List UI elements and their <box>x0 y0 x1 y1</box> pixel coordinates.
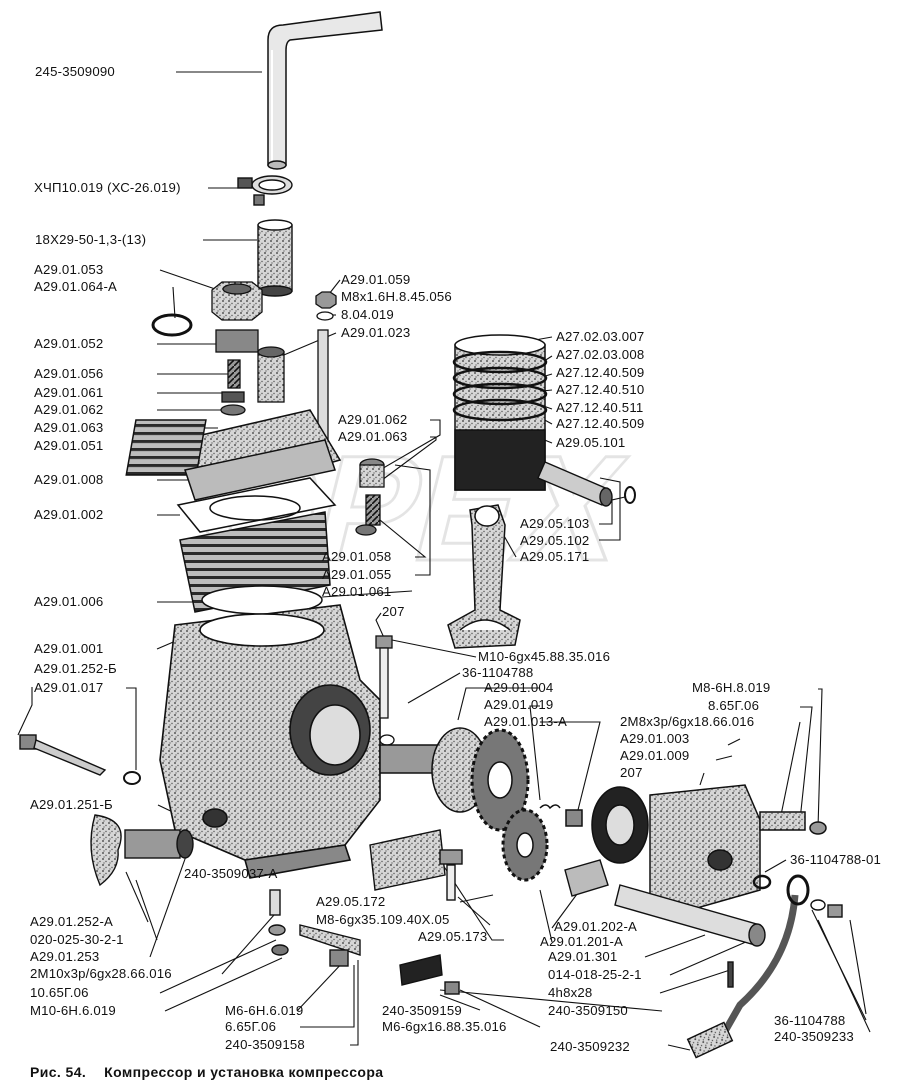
connecting-rod <box>447 504 521 649</box>
part-label: A29.01.252-A <box>30 914 114 929</box>
part-label: A29.01.201-A <box>540 934 624 949</box>
part-label: M8x1.6H.8.45.056 <box>341 289 452 304</box>
hose-clamp <box>237 175 293 206</box>
part-label: A29.05.103 <box>520 516 590 531</box>
part-label: A29.01.253 <box>30 949 100 964</box>
part-label: A29.01.063 <box>338 429 408 444</box>
figure-caption: Рис. 54. Компрессор и установка компрессо… <box>30 1064 402 1080</box>
part-label: M10-6H.6.019 <box>30 1003 116 1018</box>
part-label: M6-6H.6.019 <box>225 1003 304 1018</box>
figure-title: Компрессор и установка компрессора <box>104 1064 384 1080</box>
part-label: 18Х29-50-1,3-(13) <box>35 232 147 247</box>
part-label: 240-3509150 <box>548 1003 628 1018</box>
piston <box>452 334 548 491</box>
part-label: A29.01.051 <box>34 438 104 453</box>
part-label: 2M10x3p/6gx28.66.016 <box>30 966 172 981</box>
part-label: A29.01.251-Б <box>30 797 113 812</box>
part-label: A29.05.171 <box>520 549 590 564</box>
part-label: 6.65Г.06 <box>225 1019 277 1034</box>
figure-number: Рис. 54. <box>30 1064 87 1080</box>
mounting-brackets <box>268 829 734 995</box>
part-label: ХЧП10.019 (ХС-26.019) <box>34 180 181 195</box>
part-label: A29.01.252-Б <box>34 661 117 676</box>
part-label: A29.01.017 <box>34 680 104 695</box>
part-label: A29.01.004 <box>484 680 554 695</box>
part-label: A29.01.064-A <box>34 279 118 294</box>
part-label: A29.01.006 <box>34 594 104 609</box>
part-label: A27.02.03.008 <box>556 347 645 362</box>
part-label: 8.65Г.06 <box>708 698 760 713</box>
part-label: 020-025-30-2-1 <box>30 932 124 947</box>
cylinder <box>176 477 337 615</box>
crankcase-bolt <box>375 635 395 746</box>
part-label: 240-3509232 <box>550 1039 630 1054</box>
part-label: A29.01.052 <box>34 336 104 351</box>
part-label: 240-3509159 <box>382 1003 462 1018</box>
part-label: A29.05.172 <box>316 894 386 909</box>
part-label: A29.01.056 <box>34 366 104 381</box>
air-tube <box>267 11 383 170</box>
part-label: A29.01.019 <box>484 697 554 712</box>
part-label: A29.01.053 <box>34 262 104 277</box>
part-label: 4h8x28 <box>548 985 593 1000</box>
part-label: A27.12.40.511 <box>556 400 644 415</box>
part-label: A27.12.40.510 <box>556 382 645 397</box>
part-label: A27.02.03.007 <box>556 329 645 344</box>
part-label: 207 <box>382 604 405 619</box>
part-label: A29.01.202-A <box>554 919 638 934</box>
part-label: 245-3509090 <box>35 64 115 79</box>
part-label: A29.01.002 <box>34 507 104 522</box>
part-label: A29.01.001 <box>34 641 104 656</box>
part-label: 10.65Г.06 <box>30 985 89 1000</box>
part-label: 2M8x3p/6gx18.66.016 <box>620 714 755 729</box>
part-label: A29.01.023 <box>341 325 411 340</box>
part-label: M10-6gx45.88.35.016 <box>478 649 611 664</box>
part-label: A29.01.061 <box>34 385 104 400</box>
valve-stack <box>355 458 385 536</box>
oil-pipe <box>686 874 843 1059</box>
piston-pin <box>537 461 636 507</box>
part-label: A29.01.062 <box>338 412 408 427</box>
crankshaft-gears <box>379 727 583 882</box>
part-label: A29.01.063 <box>34 420 104 435</box>
part-label: 36-1104788-01 <box>790 852 882 867</box>
part-label: A29.01.013-A <box>484 714 568 729</box>
part-label: 240-3509233 <box>774 1029 854 1044</box>
drive-shaft <box>564 859 772 947</box>
part-label: A29.01.009 <box>620 748 690 763</box>
part-label: A29.05.101 <box>556 435 626 450</box>
valve-fitting <box>151 281 263 416</box>
part-label: M8-6gx35.109.40X.05 <box>316 912 450 927</box>
part-label: A29.01.058 <box>322 549 392 564</box>
part-label: A27.12.40.509 <box>556 365 645 380</box>
part-label: 8.04.019 <box>341 307 394 322</box>
cylinder-head <box>125 409 342 501</box>
rubber-hose <box>257 219 293 297</box>
part-label: 36-1104788 <box>774 1013 846 1028</box>
part-label: A29.01.003 <box>620 731 690 746</box>
part-label: M8-6H.8.019 <box>692 680 771 695</box>
part-label: M6-6gx16.88.35.016 <box>382 1019 507 1034</box>
part-label: A29.01.301 <box>548 949 618 964</box>
part-label: A27.12.40.509 <box>556 416 645 431</box>
part-label: 240-3509037-A <box>184 866 278 881</box>
drain-plug-parts <box>19 734 194 887</box>
part-label: A29.05.102 <box>520 533 590 548</box>
part-label: A29.01.059 <box>341 272 411 287</box>
part-label: 240-3509158 <box>225 1037 305 1052</box>
part-label: 014-018-25-2-1 <box>548 967 642 982</box>
part-label: 207 <box>620 765 643 780</box>
part-label: A29.01.061 <box>322 584 392 599</box>
bearing-cover <box>591 784 827 911</box>
crankcase <box>159 604 381 879</box>
part-label: 36-1104788 <box>462 665 534 680</box>
part-label: A29.01.008 <box>34 472 104 487</box>
part-label: A29.01.055 <box>322 567 392 582</box>
part-label: A29.05.173 <box>418 929 488 944</box>
part-label: A29.01.062 <box>34 402 104 417</box>
